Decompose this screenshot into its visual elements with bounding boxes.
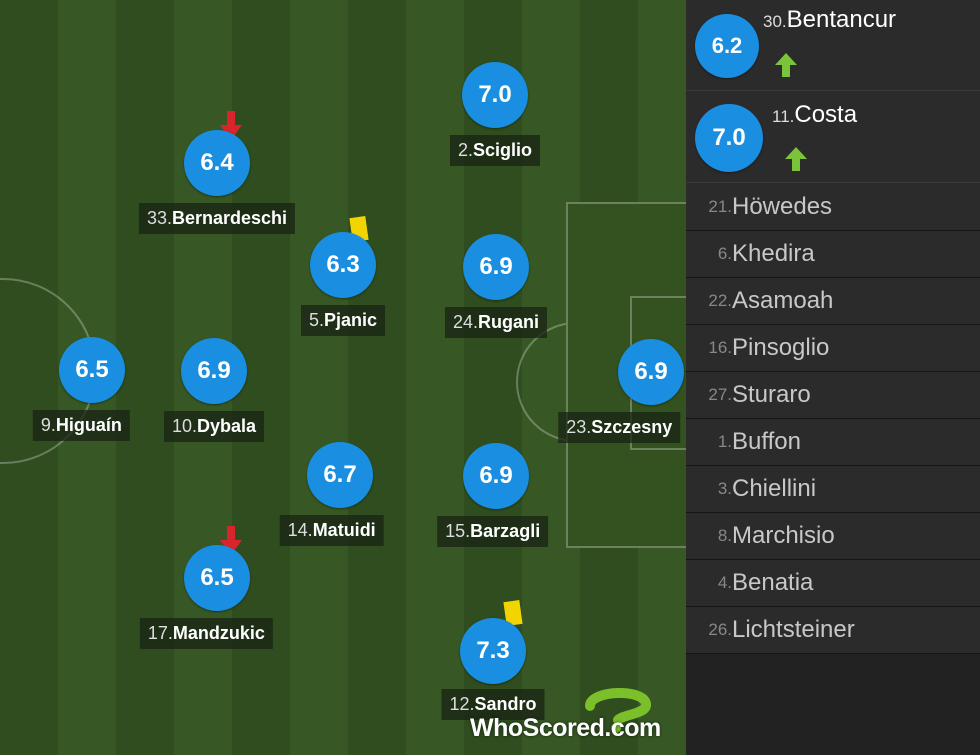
player-rating: 6.9 bbox=[181, 338, 247, 404]
bench-player-row[interactable]: 8.Marchisio bbox=[686, 513, 980, 560]
player-label: 15.Barzagli bbox=[437, 516, 549, 547]
player-label: 10.Dybala bbox=[163, 411, 265, 442]
player-rating: 7.0 bbox=[462, 62, 528, 128]
player-label: 14.Matuidi bbox=[279, 515, 384, 546]
bench-player-row[interactable]: 1.Buffon bbox=[686, 419, 980, 466]
whoscored-logo-icon bbox=[585, 688, 651, 733]
sub-on-arrow-icon bbox=[785, 147, 807, 171]
sub-in-row[interactable]: 7.0 11.Costa bbox=[686, 91, 980, 183]
pitch: 7.0 2.Sciglio 6.4 33.Bernardeschi 6.3 5.… bbox=[0, 0, 686, 755]
sub-off-arrow-icon bbox=[220, 111, 242, 140]
sub-off-arrow-icon bbox=[220, 526, 242, 555]
player-label: 9.Higuaín bbox=[32, 410, 130, 441]
player-rating: 6.5 bbox=[59, 337, 125, 403]
bench-player-row[interactable]: 4.Benatia bbox=[686, 560, 980, 607]
whoscored-watermark: WhoScored.com bbox=[470, 686, 680, 744]
bench-panel: 6.2 30.Bentancur 7.0 11.Costa 21.Höwedes… bbox=[686, 0, 980, 755]
bench-player-row[interactable]: 6.Khedira bbox=[686, 231, 980, 278]
player-label: 2.Sciglio bbox=[449, 135, 541, 166]
player-label: 23.Szczesny bbox=[558, 412, 681, 443]
bench-player-row[interactable]: 26.Lichtsteiner bbox=[686, 607, 980, 654]
player-rating: 6.5 bbox=[184, 545, 250, 611]
sub-in-row[interactable]: 6.2 30.Bentancur bbox=[686, 0, 980, 91]
bench-player-row[interactable]: 21.Höwedes bbox=[686, 183, 980, 231]
bench-player-row[interactable]: 27.Sturaro bbox=[686, 372, 980, 419]
player-rating: 6.9 bbox=[463, 234, 529, 300]
bench-player-row[interactable]: 3.Chiellini bbox=[686, 466, 980, 513]
sub-rating: 6.2 bbox=[695, 14, 759, 78]
watermark-text: WhoScored.com bbox=[470, 714, 661, 742]
player-rating: 7.3 bbox=[460, 618, 526, 684]
player-label: 17.Mandzukic bbox=[139, 618, 273, 649]
player-rating: 6.7 bbox=[307, 442, 373, 508]
player-label: 33.Bernardeschi bbox=[138, 203, 296, 234]
player-label: 5.Pjanic bbox=[300, 305, 386, 336]
sub-rating: 7.0 bbox=[695, 104, 763, 172]
player-rating: 6.9 bbox=[463, 443, 529, 509]
player-rating: 6.3 bbox=[310, 232, 376, 298]
bench-player-row[interactable]: 22.Asamoah bbox=[686, 278, 980, 325]
sub-name: 11.Costa bbox=[772, 101, 858, 128]
bench-player-row[interactable]: 16.Pinsoglio bbox=[686, 325, 980, 372]
sub-on-arrow-icon bbox=[775, 53, 797, 77]
player-rating: 6.4 bbox=[184, 130, 250, 196]
player-label: 24.Rugani bbox=[444, 307, 548, 338]
sub-name: 30.Bentancur bbox=[763, 6, 897, 33]
player-label: 12.Sandro bbox=[441, 689, 545, 720]
player-rating: 6.9 bbox=[618, 339, 684, 405]
